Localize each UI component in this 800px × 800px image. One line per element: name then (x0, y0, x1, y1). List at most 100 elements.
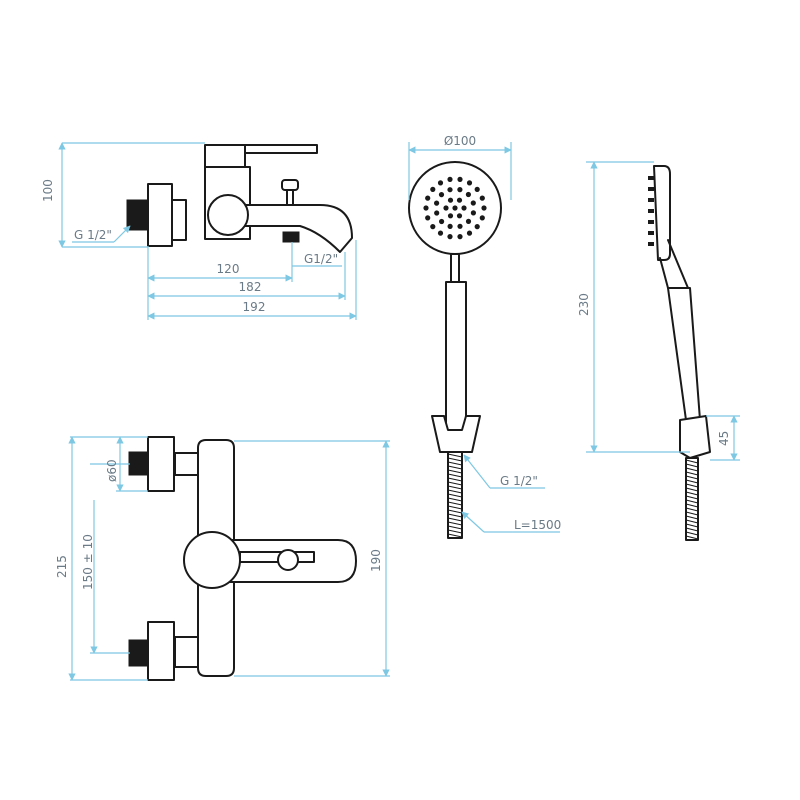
hose-rib (685, 463, 699, 468)
hose-rib (685, 459, 699, 464)
nozzle-hole (443, 205, 449, 211)
side-nozzle (648, 220, 654, 224)
nozzle-hole (437, 180, 444, 186)
hose-rib (685, 523, 699, 528)
nozzle-hole (423, 205, 429, 211)
mixer-body-disc (207, 194, 249, 236)
hose-rib (685, 511, 699, 516)
nozzle-hole (457, 234, 463, 240)
hose-rib (685, 491, 699, 496)
nozzle-hole (474, 224, 480, 230)
nozzle-hole (456, 197, 463, 203)
nozzle-hole (425, 215, 431, 221)
hose-rib (447, 521, 463, 526)
nozzle-hole (481, 205, 487, 211)
side-hose-ribs (685, 459, 699, 540)
nozzle-hole (479, 195, 485, 201)
hose-rib (447, 509, 463, 514)
nozzle-hole (457, 187, 463, 193)
nozzle-hole (466, 230, 473, 236)
side-holder (679, 415, 711, 459)
nozzle-hole (437, 230, 444, 236)
lever-handle (244, 144, 318, 154)
nozzle-hole (438, 192, 445, 198)
hose-rib (447, 473, 463, 478)
side-handle (667, 287, 701, 421)
mixer-side-view: 100 G 1/2" G1/2" 120 182 192 (41, 142, 357, 320)
mixer-front-view: 215 150 ± 10 ø60 190 (55, 436, 390, 681)
hose-rib (447, 493, 463, 498)
nozzle-hole (447, 197, 454, 203)
nozzle-hole (470, 200, 476, 206)
nozzle-hole (457, 176, 463, 182)
inlet-thread-label: G 1/2" (74, 228, 112, 242)
holder-45-label: 45 (717, 431, 731, 446)
nozzle-hole (447, 187, 453, 193)
hose-rib (685, 487, 699, 492)
hose-thread-label: G 1/2" (500, 474, 538, 488)
hose-rib (447, 525, 463, 530)
side-nozzle (648, 242, 654, 246)
lever-base (204, 144, 246, 168)
hose-rib (685, 527, 699, 532)
spout (239, 204, 353, 253)
side-nozzles (648, 176, 654, 246)
nozzle-hole (430, 186, 436, 192)
spout-outlet (282, 231, 300, 243)
wall-flange (147, 183, 173, 247)
lever-slot (239, 551, 315, 563)
side-nozzle (648, 187, 654, 191)
hose-rib (685, 475, 699, 480)
upper-flange (147, 436, 175, 492)
side-nozzle (648, 209, 654, 213)
side-neck-back (659, 257, 669, 289)
nozzle-hole (466, 180, 473, 186)
nozzle-hole (465, 218, 472, 224)
front-cartridge-disc (183, 531, 241, 589)
shower-handle (445, 281, 467, 433)
side-neck-front (667, 239, 689, 289)
diverter-stem (286, 189, 294, 207)
hose-rib (685, 467, 699, 472)
hose-rib (685, 503, 699, 508)
height-190-label: 190 (369, 549, 383, 572)
hose-rib (447, 461, 463, 466)
nozzle-hole (456, 213, 463, 219)
inlet-thread (126, 199, 149, 231)
leader-hose-length (461, 511, 485, 533)
hose-rib (685, 519, 699, 524)
nozzle-hole (434, 210, 440, 216)
hose-rib (447, 477, 463, 482)
hose-rib (685, 499, 699, 504)
leader-hose-thread (463, 454, 491, 489)
hose-rib (685, 507, 699, 512)
nozzle-hole (470, 210, 476, 216)
leader-inlet-arrow (113, 225, 131, 243)
hose-rib (447, 489, 463, 494)
nozzle-hole (461, 205, 467, 211)
side-nozzle (648, 198, 654, 202)
nozzle-hole (434, 200, 440, 206)
lever-knob (277, 549, 299, 571)
nozzle-hole (474, 186, 480, 192)
hand-shower-side: 230 45 (577, 161, 740, 541)
flange-diameter-label: ø60 (105, 459, 119, 482)
hose-rib (685, 479, 699, 484)
side-nozzle (648, 231, 654, 235)
shower-neck (450, 253, 460, 283)
nozzle-hole (447, 234, 453, 240)
nozzle-hole (447, 223, 453, 229)
hose-rib (447, 465, 463, 470)
width-182-label: 182 (239, 280, 262, 294)
hose-rib (685, 471, 699, 476)
hose-rib (447, 453, 463, 458)
head-diameter-label: Ø100 (444, 134, 476, 148)
center-spacing-label: 150 ± 10 (81, 534, 95, 590)
diverter-knob (281, 179, 299, 191)
side-nozzle (648, 176, 654, 180)
length-230-label: 230 (577, 293, 591, 316)
nozzle-hole (452, 205, 458, 211)
hand-shower-front: Ø100 G 1/2" L=1500 (408, 134, 561, 539)
lower-nut (174, 636, 199, 668)
width-120-label: 120 (217, 262, 240, 276)
